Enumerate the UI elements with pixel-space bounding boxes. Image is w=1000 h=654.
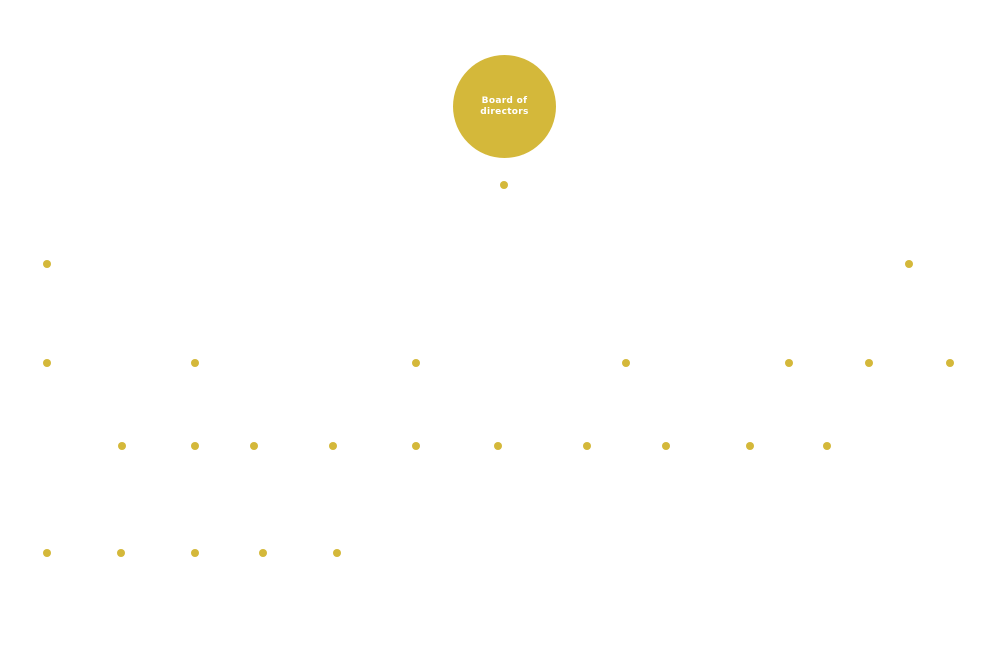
org-node-dot[interactable] xyxy=(43,260,51,268)
org-node-dot[interactable] xyxy=(329,442,337,450)
org-node-dot[interactable] xyxy=(191,359,199,367)
root-label-line1: Board of xyxy=(481,95,528,106)
org-node-dot[interactable] xyxy=(412,442,420,450)
org-node-dot[interactable] xyxy=(746,442,754,450)
root-label-line2: directors xyxy=(480,106,529,117)
org-node-dot[interactable] xyxy=(191,442,199,450)
org-node-dot[interactable] xyxy=(250,442,258,450)
org-node-dot[interactable] xyxy=(191,549,199,557)
org-node-dot[interactable] xyxy=(118,442,126,450)
org-node-dot[interactable] xyxy=(583,442,591,450)
org-node-dot[interactable] xyxy=(905,260,913,268)
org-node-dot[interactable] xyxy=(865,359,873,367)
root-node-label: Board of directors xyxy=(475,96,535,118)
org-node-dot[interactable] xyxy=(662,442,670,450)
org-node-dot[interactable] xyxy=(823,442,831,450)
org-node-dot[interactable] xyxy=(43,359,51,367)
org-node-dot[interactable] xyxy=(43,549,51,557)
org-node-dot[interactable] xyxy=(494,442,502,450)
org-node-dot[interactable] xyxy=(259,549,267,557)
org-node-dot[interactable] xyxy=(622,359,630,367)
org-node-dot[interactable] xyxy=(500,181,508,189)
org-node-dot[interactable] xyxy=(412,359,420,367)
root-node-board-of-directors[interactable]: Board of directors xyxy=(453,55,556,158)
org-node-dot[interactable] xyxy=(333,549,341,557)
org-node-dot[interactable] xyxy=(785,359,793,367)
org-node-dot[interactable] xyxy=(946,359,954,367)
org-node-dot[interactable] xyxy=(117,549,125,557)
